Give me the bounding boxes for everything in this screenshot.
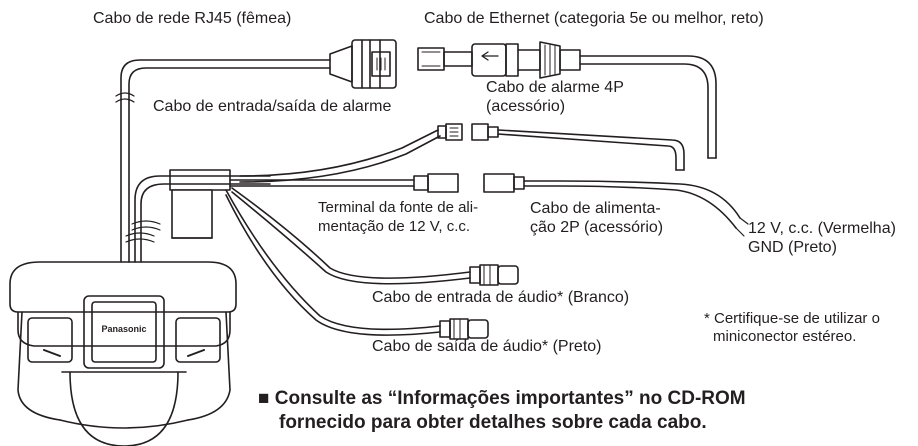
audio-out-cable: [225, 189, 489, 340]
important-note-line1: ■ Consulte as “Informações importantes” …: [258, 387, 746, 410]
ethernet-waterproof-cap: [471, 41, 581, 79]
audio-in-cable: [231, 187, 519, 286]
camera-body: [9, 261, 237, 446]
footnote-line2: miniconector estéreo.: [713, 328, 857, 345]
label-power2p-line2: ção 2P (acessório): [530, 219, 664, 236]
rj45-cable: [115, 59, 331, 263]
rj45-connector: [329, 39, 397, 89]
label-alarm-io: Cabo de entrada/saída de alarme: [153, 98, 392, 115]
brand-logo: Panasonic: [101, 324, 146, 334]
label-alarm4p-line1: Cabo de alarme 4P: [486, 79, 624, 96]
label-power-terminal-line2: mentação de 12 V, c.c.: [318, 218, 471, 235]
label-audio-in: Cabo de entrada de áudio* (Branco): [372, 289, 630, 306]
ethernet-plug: [417, 47, 473, 71]
alarm-4p-accessory: [471, 123, 685, 171]
ethernet-cable: [579, 55, 717, 159]
important-note-line2: fornecido para obter detalhes sobre cada…: [279, 412, 707, 433]
main-cable-bundle: [131, 169, 271, 263]
note-bullet: ■: [258, 388, 270, 409]
label-12v-red: 12 V, c.c. (Vermelha): [748, 220, 896, 237]
label-power-terminal-line1: Terminal da fonte de ali-: [318, 199, 479, 216]
label-gnd-black: GND (Preto): [748, 239, 837, 256]
note-text-line1: Consulte as “Informações importantes” no…: [274, 388, 746, 409]
footnote-line1: * Certifique-se de utilizar o: [704, 310, 880, 327]
label-power2p-line1: Cabo de alimenta-: [530, 200, 661, 217]
label-alarm4p-line2: (acessório): [486, 98, 566, 115]
label-rj45: Cabo de rede RJ45 (fêmea): [93, 10, 292, 27]
power-terminal-cable: [229, 173, 459, 193]
label-ethernet: Cabo de Ethernet (categoria 5e ou melhor…: [424, 10, 764, 27]
alarm-io-cable: [239, 123, 463, 183]
power-2p-accessory: [483, 173, 749, 237]
label-audio-out: Cabo de saída de áudio* (Preto): [372, 338, 602, 355]
